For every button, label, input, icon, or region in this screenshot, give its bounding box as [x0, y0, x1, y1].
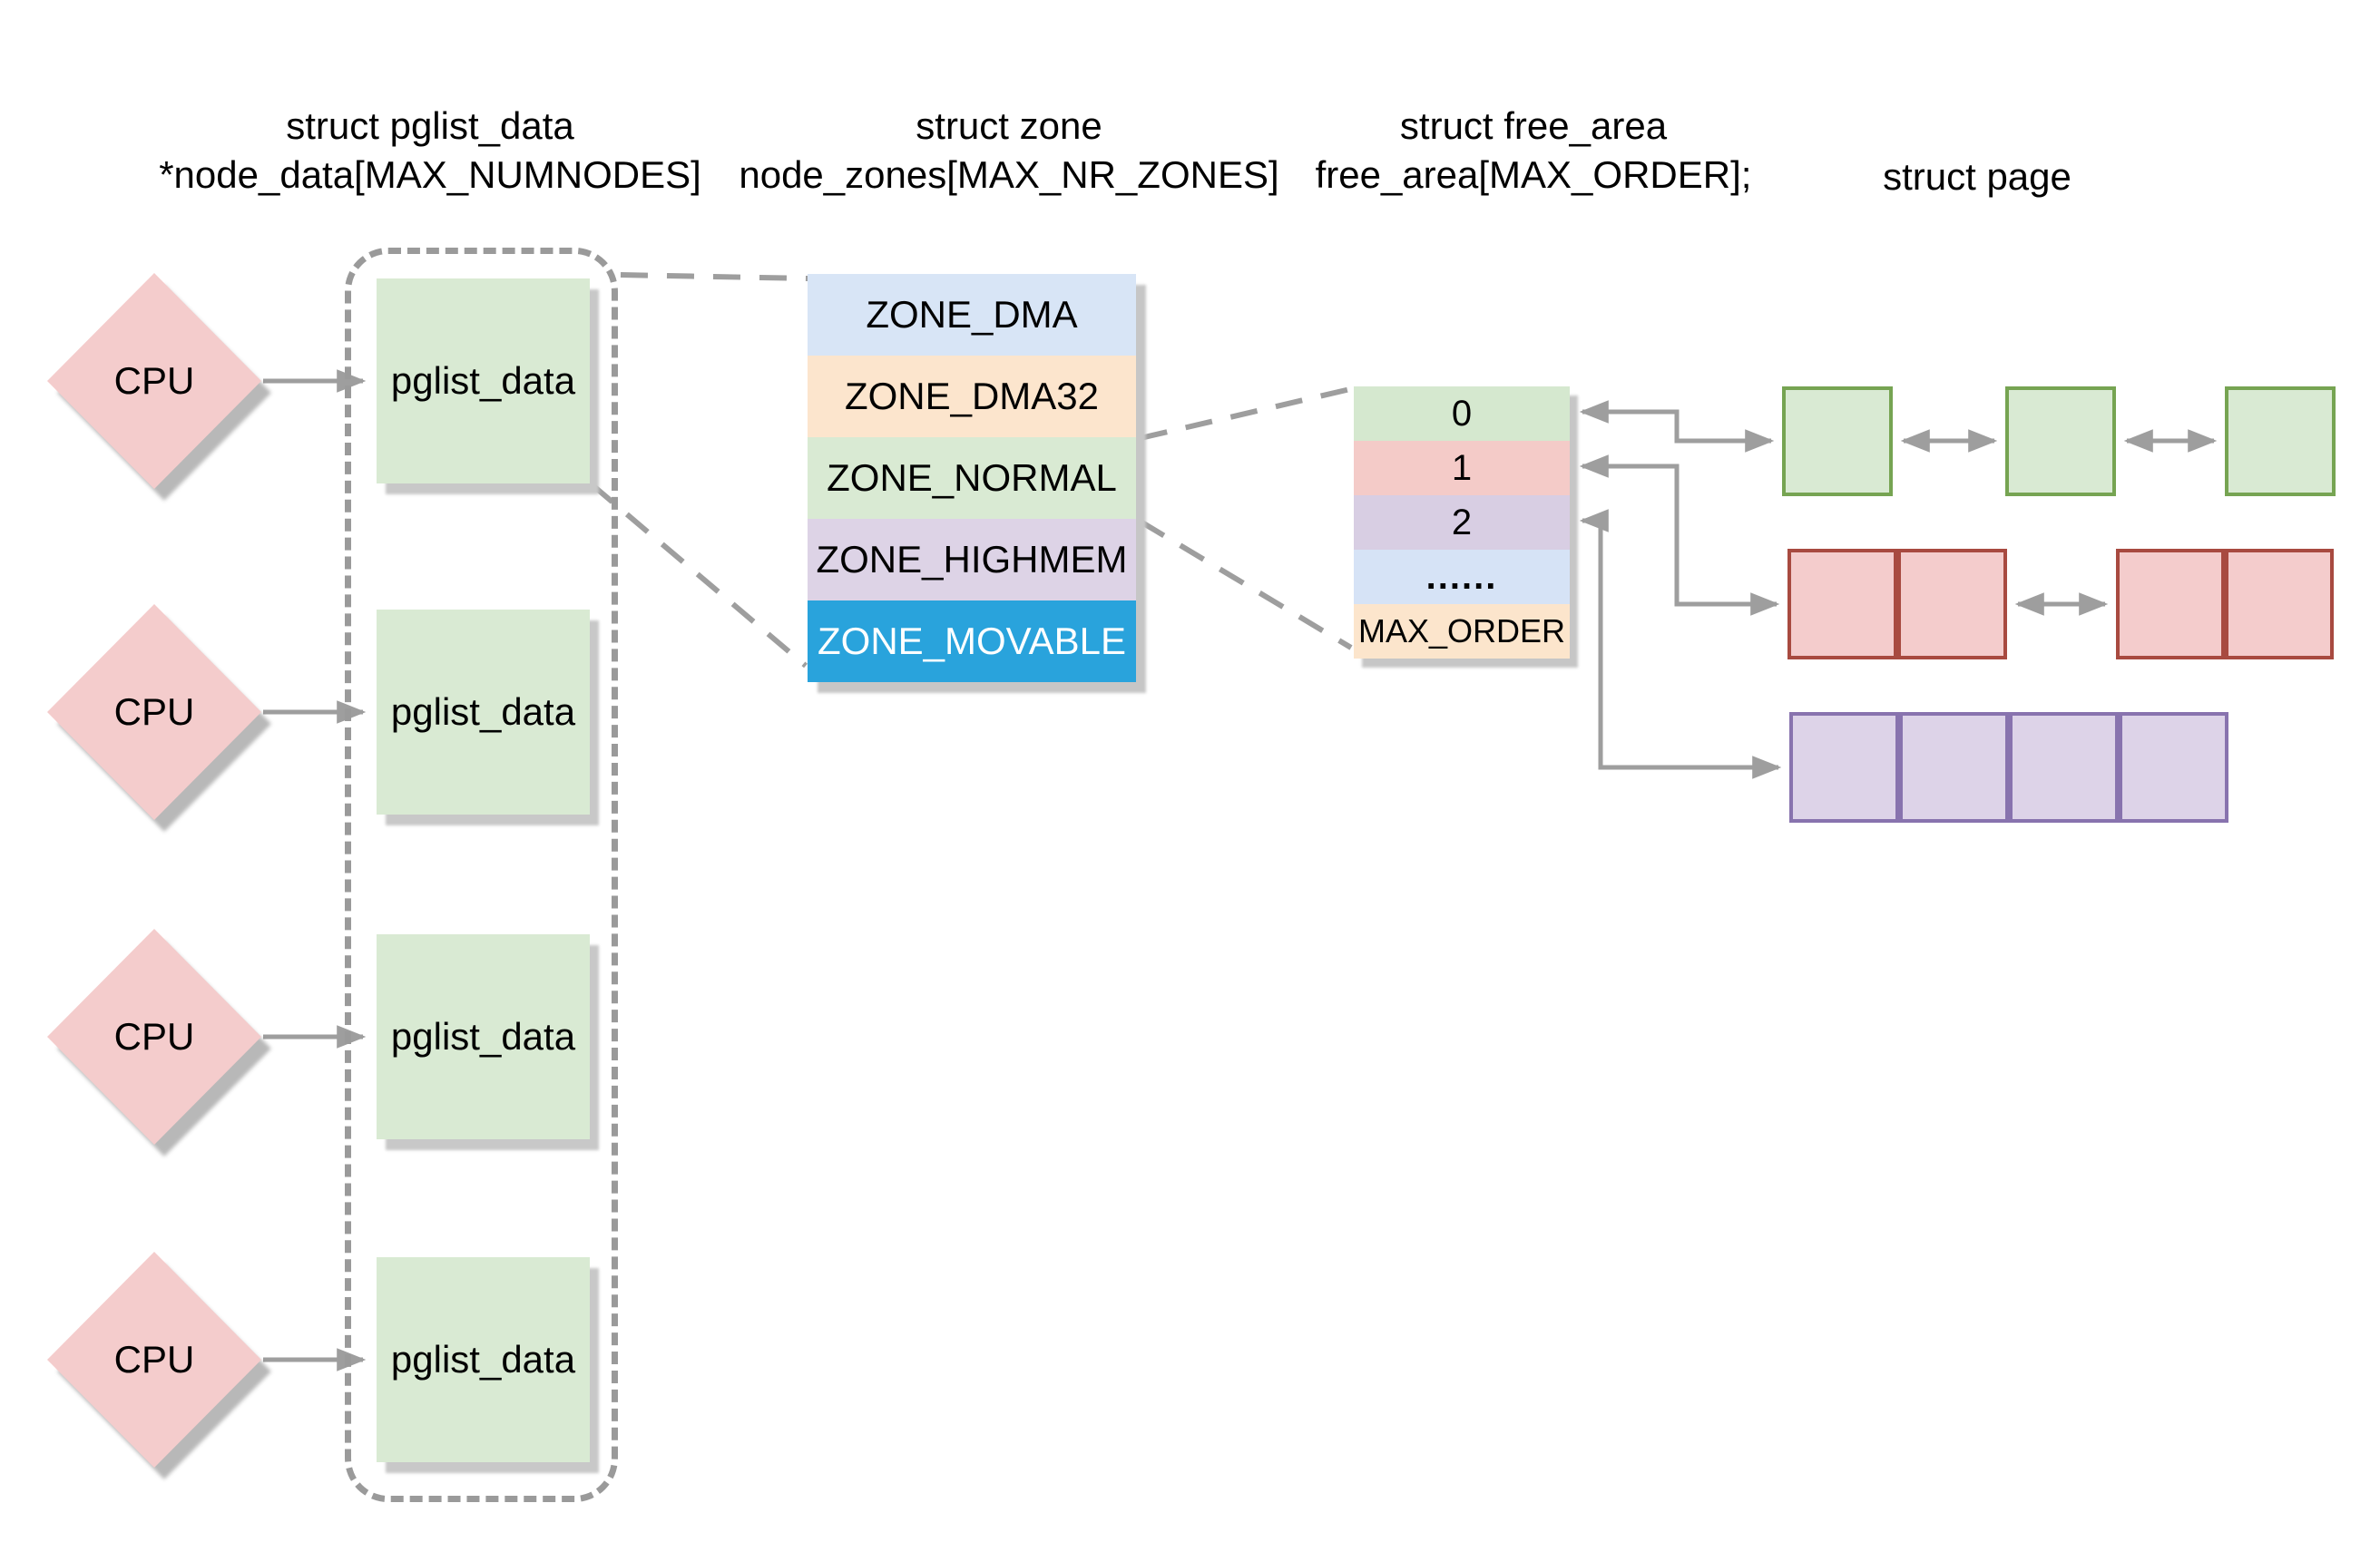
- free-area-row-label: 1: [1451, 447, 1473, 488]
- free-area-header-line2: free_area[MAX_ORDER];: [1315, 153, 1752, 196]
- order1-page-block-1: [1787, 549, 2007, 659]
- zone-to-freearea-dashed-bottom: [1139, 519, 1353, 650]
- cpu-label: CPU: [113, 359, 195, 402]
- page-cell: [2009, 712, 2119, 823]
- order0-page-block-1: [1782, 386, 1893, 496]
- page-cell: [2225, 386, 2336, 496]
- free-area-row-label: 2: [1451, 502, 1473, 542]
- pglist-header-line2: *node_data[MAX_NUMNODES]: [159, 153, 701, 196]
- cpu-diamond: CPU: [47, 604, 261, 820]
- free-area-row-1: 1: [1354, 441, 1570, 495]
- zone-row-label: ZONE_HIGHMEM: [816, 538, 1128, 581]
- pglist-data-header: struct pglist_data *node_data[MAX_NUMNOD…: [159, 102, 701, 200]
- freearea-order1-arrow: [1579, 454, 1780, 616]
- page-cell: [2116, 549, 2225, 659]
- node-to-zone-dashed-bottom: [590, 482, 808, 669]
- order1-page-block-2: [2116, 549, 2334, 659]
- pglist-data-box-label: pglist_data: [390, 690, 576, 733]
- pglist-data-box-label: pglist_data: [390, 1015, 576, 1058]
- pglist-data-box-4: pglist_data: [377, 1257, 590, 1462]
- pglist-data-box-label: pglist_data: [390, 359, 576, 402]
- zone-row-dma: ZONE_DMA: [808, 274, 1136, 356]
- zone-header-line1: struct zone: [916, 104, 1102, 147]
- zone-table: ZONE_DMA ZONE_DMA32 ZONE_NORMAL ZONE_HIG…: [808, 274, 1136, 682]
- zone-to-freearea-dashed-top: [1140, 386, 1351, 441]
- cpu-node-3: CPU: [47, 929, 261, 1145]
- free-area-row-2: 2: [1354, 495, 1570, 550]
- pglist-header-line1: struct pglist_data: [286, 104, 574, 147]
- free-area-header-line1: struct free_area: [1399, 104, 1668, 147]
- free-area-row-label: MAX_ORDER: [1357, 612, 1566, 649]
- cpu-diamond: CPU: [47, 1252, 261, 1468]
- zone-row-highmem: ZONE_HIGHMEM: [808, 519, 1136, 600]
- page-cell: [1782, 386, 1893, 496]
- node-to-zone-dashed-top: [620, 272, 808, 281]
- cpu-node-4: CPU: [47, 1252, 261, 1468]
- cpu-node-1: CPU: [47, 273, 261, 489]
- zone-row-label: ZONE_NORMAL: [827, 456, 1117, 499]
- order0-page-block-2: [2005, 386, 2116, 496]
- pglist-data-box-2: pglist_data: [377, 610, 590, 815]
- node-data-array-container: [345, 248, 618, 1502]
- page-cell: [1789, 712, 1899, 823]
- page-cell: [2005, 386, 2116, 496]
- order2-page-block: [1789, 712, 2228, 823]
- page-cell: [1787, 549, 1897, 659]
- pglist-data-box-label: pglist_data: [390, 1338, 576, 1381]
- zone-row-label: ZONE_DMA: [866, 293, 1078, 336]
- free-area-row-label: ......: [1425, 556, 1498, 597]
- cpu-diamond: CPU: [47, 273, 261, 489]
- cpu-label: CPU: [113, 1338, 195, 1381]
- zone-row-movable: ZONE_MOVABLE: [808, 600, 1136, 682]
- cpu-label: CPU: [113, 1015, 195, 1058]
- zone-row-normal: ZONE_NORMAL: [808, 437, 1136, 519]
- cpu-diamond: CPU: [47, 929, 261, 1145]
- page-cell: [2119, 712, 2228, 823]
- free-area-row-label: 0: [1451, 393, 1473, 434]
- page-cell: [1897, 549, 2007, 659]
- free-area-row-ellipsis: ......: [1354, 550, 1570, 604]
- cpu-node-2: CPU: [47, 604, 261, 820]
- pglist-data-box-3: pglist_data: [377, 934, 590, 1139]
- free-area-row-0: 0: [1354, 386, 1570, 441]
- page-header: struct page: [1883, 152, 2071, 201]
- free-area-header: struct free_area free_area[MAX_ORDER];: [1316, 102, 1752, 200]
- zone-row-dma32: ZONE_DMA32: [808, 356, 1136, 437]
- page-cell: [1899, 712, 2009, 823]
- freearea-order0-arrow: [1579, 400, 1775, 453]
- zone-row-label: ZONE_MOVABLE: [818, 620, 1126, 662]
- zone-header-line2: node_zones[MAX_NR_ZONES]: [739, 153, 1279, 196]
- page-header-line1: struct page: [1883, 155, 2071, 198]
- zone-row-label: ZONE_DMA32: [844, 375, 1100, 417]
- pglist-data-box-1: pglist_data: [377, 278, 590, 483]
- page-cell: [2225, 549, 2334, 659]
- order0-page-block-3: [2225, 386, 2336, 496]
- cpu-label: CPU: [113, 690, 195, 733]
- free-area-table: 0 1 2 ...... MAX_ORDER: [1354, 386, 1570, 659]
- freearea-order2-arrow: [1579, 509, 1782, 779]
- zone-header: struct zone node_zones[MAX_NR_ZONES]: [739, 102, 1278, 200]
- free-area-row-max-order: MAX_ORDER: [1354, 604, 1570, 659]
